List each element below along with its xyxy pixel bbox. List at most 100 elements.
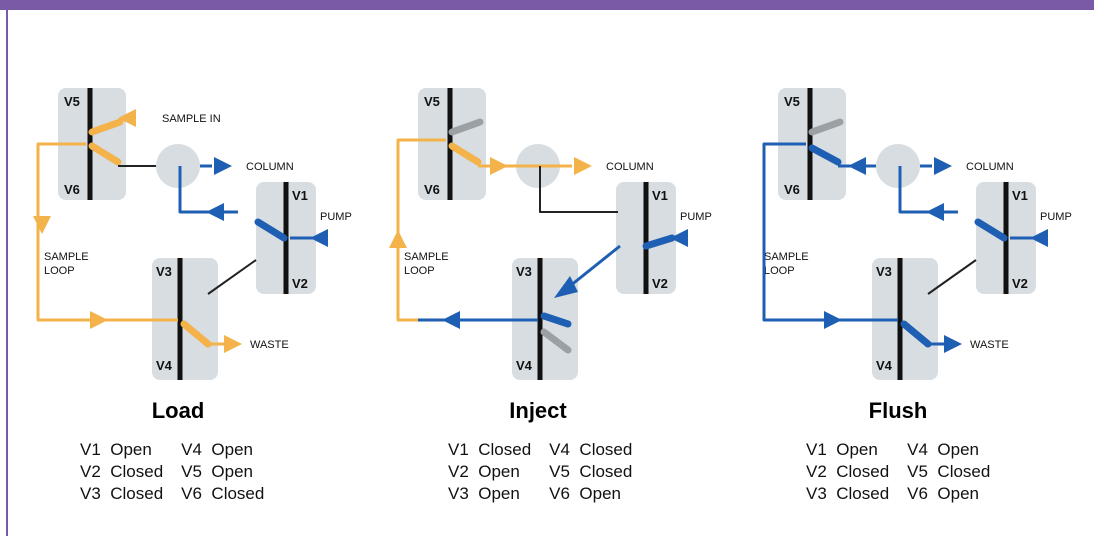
v4-stem (900, 320, 932, 348)
pump-inlet-arrow (310, 229, 328, 247)
valve-state: V3 Open (448, 484, 520, 503)
injection-chamber (156, 144, 200, 188)
valve-label-v4: V4 (516, 358, 533, 373)
valve-label-v3: V3 (156, 264, 172, 279)
chamber-to-v1-line (539, 166, 618, 213)
sample-loop-label-line2: LOOP (764, 265, 795, 277)
valve-label-v2: V2 (292, 276, 308, 291)
waste-arrow (944, 335, 962, 353)
pump-inlet-arrow (1030, 229, 1048, 247)
column-label: COLUMN (966, 161, 1014, 173)
valve-label-v2: V2 (652, 276, 668, 291)
v5-stem (88, 118, 124, 136)
v2-v3-connector (207, 259, 257, 295)
mode-title-load: Load (151, 398, 205, 423)
pump-label: PUMP (1040, 211, 1072, 223)
valve-state: V2 Closed (806, 462, 890, 481)
flow-arrow-1 (490, 157, 508, 175)
v4-stem (180, 320, 212, 348)
v1-stem (254, 218, 288, 242)
column-arrow (214, 157, 232, 175)
valve-state: V6 Open (549, 484, 622, 503)
valve-label-v1: V1 (1012, 188, 1028, 203)
valve-label-v5: V5 (64, 94, 80, 109)
sample-in-arrow (118, 109, 136, 127)
valve-label-v5: V5 (424, 94, 440, 109)
top-accent-bar (0, 0, 1094, 10)
chamber-to-v6-arrow (848, 157, 866, 175)
valve-label-v3: V3 (876, 264, 892, 279)
v2-v3-connector (927, 259, 977, 295)
loop-arrow-right (824, 311, 842, 329)
loop-arrow-down (33, 216, 51, 234)
valve-label-v6: V6 (784, 182, 800, 197)
load-valve-states: V1 Open V4 Open V2 Closed V5 Open V3 Clo… (80, 440, 264, 504)
sample-loop-label-line1: SAMPLE (404, 251, 449, 263)
sample-loop-label-line2: LOOP (404, 265, 435, 277)
sample-in-label: SAMPLE IN (162, 113, 221, 125)
valve-state: V3 Closed (806, 484, 890, 503)
valve-label-v2: V2 (1012, 276, 1028, 291)
valve-state: V6 Open (907, 484, 980, 503)
valve-state: V4 Open (907, 440, 980, 459)
mode-title-flush: Flush (868, 398, 928, 423)
v6-stem (88, 142, 122, 166)
v2-v3-arrow (554, 276, 578, 298)
valve-state: V4 Open (181, 440, 254, 459)
waste-label: WASTE (250, 339, 289, 351)
valve-label-v1: V1 (652, 188, 668, 203)
flush-valve-states: V1 Open V4 Open V2 Closed V5 Closed V3 C… (806, 440, 990, 504)
mode-title-inject: Inject (509, 398, 567, 423)
column-arrow (934, 157, 952, 175)
pump-label: PUMP (680, 211, 712, 223)
valve-state: V6 Closed (181, 484, 265, 503)
waste-label: WASTE (970, 339, 1009, 351)
valve-label-v3: V3 (516, 264, 532, 279)
v5-stem (808, 118, 844, 136)
left-frame-rule (6, 10, 8, 536)
loop-arrow-left (442, 311, 460, 329)
v1-stem (642, 234, 676, 250)
valve-label-v5: V5 (784, 94, 800, 109)
valve-label-v6: V6 (424, 182, 440, 197)
loop-arrow-up (389, 230, 407, 248)
sample-loop-label-line1: SAMPLE (764, 251, 809, 263)
sample-loop-label-line2: LOOP (44, 265, 75, 277)
valve-block-v3-v4 (152, 258, 218, 380)
injection-chamber (876, 144, 920, 188)
column-label: COLUMN (246, 161, 294, 173)
v6-stem (448, 142, 482, 166)
v6-stem (808, 144, 842, 166)
valve-state: V1 Open (806, 440, 878, 459)
valve-state: V5 Closed (907, 462, 991, 481)
valve-state: V4 Closed (549, 440, 633, 459)
pump-inlet-arrow (670, 229, 688, 247)
v1-stem (974, 218, 1008, 242)
column-arrow (574, 157, 592, 175)
v3-stem (540, 312, 572, 328)
valve-state: V1 Closed (448, 440, 532, 459)
valve-state: V5 Open (181, 462, 254, 481)
valve-label-v4: V4 (876, 358, 893, 373)
pump-flow-arrow (926, 203, 944, 221)
column-label: COLUMN (606, 161, 654, 173)
valve-state: V1 Open (80, 440, 152, 459)
v4-stem (540, 328, 572, 354)
pump-flow-arrow (206, 203, 224, 221)
pump-label: PUMP (320, 211, 352, 223)
valve-label-v1: V1 (292, 188, 308, 203)
valve-block-v3-v4 (872, 258, 938, 380)
waste-arrow (224, 335, 242, 353)
valve-state: V2 Open (448, 462, 520, 481)
sample-loop-line (36, 142, 98, 322)
inject-valve-states: V1 Closed V4 Closed V2 Open V5 Closed V3… (448, 440, 632, 504)
sample-loop-label-line1: SAMPLE (44, 251, 89, 263)
valve-state: V3 Closed (80, 484, 164, 503)
valve-state: V5 Closed (549, 462, 633, 481)
